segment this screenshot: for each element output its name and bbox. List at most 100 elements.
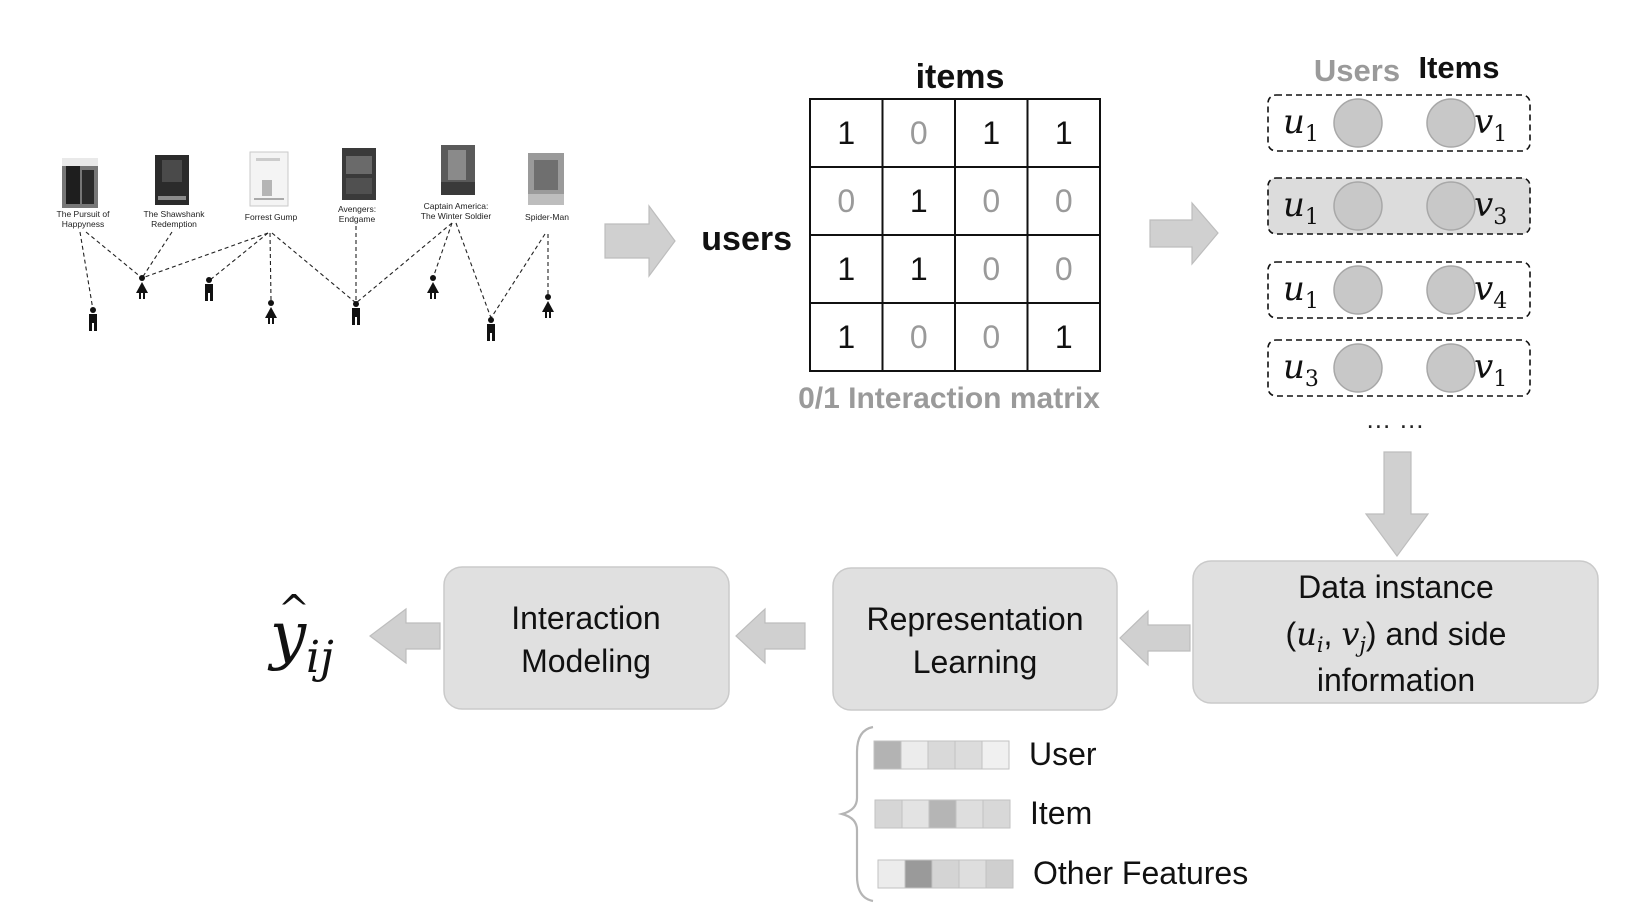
movie-poster-captain-america [441, 145, 475, 195]
movie-poster-shawshank [155, 155, 189, 205]
user-embedding-circle [1333, 181, 1383, 231]
matrix-cell: 1 [837, 115, 855, 151]
arrow-interaction-to-output [369, 607, 441, 665]
pair-user-label: u1 [1283, 102, 1319, 147]
interaction-modeling-box: Interaction Modeling [443, 566, 730, 710]
person-male-icon [205, 277, 213, 301]
pair-row: u1 v1 [1267, 94, 1531, 152]
representation-line2: Learning [913, 644, 1038, 680]
item-embedding-circle [1426, 265, 1476, 315]
matrix-row-label: users [701, 220, 792, 258]
person-female-icon [136, 275, 148, 299]
pairs-ellipsis: … … [1365, 404, 1424, 434]
feature-cell [985, 859, 1014, 889]
user-embedding-circle [1333, 265, 1383, 315]
feature-cell [981, 740, 1010, 770]
user-embedding-circle [1333, 98, 1383, 148]
matrix-cell: 1 [910, 183, 928, 219]
movie-poster-pursuit [62, 158, 98, 208]
pair-user-label: u1 [1283, 185, 1319, 230]
movie-title-line2: Endgame [339, 214, 376, 224]
arrow-data-to-representation [1119, 609, 1191, 667]
movie-title-line1: The Shawshank [144, 209, 206, 219]
movie-title-line1: Avengers: [338, 204, 376, 214]
matrix-cell: 0 [982, 251, 1000, 287]
matrix-cell: 1 [1055, 115, 1073, 151]
data-instance-line3: information [1317, 662, 1475, 698]
matrix-caption: 0/1 Interaction matrix [798, 382, 1100, 415]
user-movie-graph: The Pursuit of Happyness The Shawshank R… [57, 145, 569, 341]
feature-cell [901, 799, 930, 829]
item-embedding-circle [1426, 98, 1476, 148]
feature-cell [955, 799, 984, 829]
matrix-cell: 1 [837, 251, 855, 287]
matrix-cell: 0 [910, 319, 928, 355]
matrix-cell: 1 [837, 319, 855, 355]
data-instance-box: Data instance (ui, vj) and side informat… [1192, 560, 1599, 704]
matrix-cell: 0 [837, 183, 855, 219]
matrix-cell: 1 [982, 115, 1000, 151]
movie-poster-forrest-gump [249, 151, 289, 207]
interaction-modeling-line2: Modeling [521, 643, 651, 679]
pair-box [1267, 94, 1531, 152]
feature-label: User [1029, 736, 1097, 772]
pair-box [1267, 339, 1531, 397]
matrix-cell: 0 [982, 319, 1000, 355]
pair-user-label: u3 [1283, 347, 1319, 392]
feature-cell [931, 859, 960, 889]
feature-vector-row: Other Features [877, 855, 1248, 891]
prediction-hat: ^ [278, 587, 310, 631]
pair-box [1267, 261, 1531, 319]
movie-title-line2: The Winter Soldier [421, 211, 492, 221]
pair-item-label: v1 [1474, 102, 1507, 147]
matrix-col-label: items [916, 58, 1005, 96]
arrow-graph-to-matrix [604, 204, 676, 278]
person-male-icon [89, 307, 97, 331]
feature-cell [904, 859, 933, 889]
item-embedding-circle [1426, 181, 1476, 231]
arrow-pairs-to-data-instance [1364, 451, 1430, 558]
person-female-icon [427, 275, 439, 299]
prediction-symbol: y [267, 599, 307, 673]
prediction-subscript: ij [306, 632, 334, 683]
interaction-modeling-line1: Interaction [511, 600, 660, 636]
feature-cell [873, 740, 902, 770]
arrow-representation-to-interaction [735, 607, 806, 665]
matrix-cell: 0 [1055, 251, 1073, 287]
feature-vector-row: Item [874, 795, 1092, 831]
movie-title-line1: Spider-Man [525, 212, 569, 222]
feature-cell [927, 740, 956, 770]
feature-cell [982, 799, 1011, 829]
data-instance-line1: Data instance [1298, 569, 1494, 605]
matrix-cell: 0 [1055, 183, 1073, 219]
feature-label: Item [1030, 795, 1092, 831]
person-female-icon [542, 294, 554, 318]
prediction-output: y ^ ij [267, 587, 334, 683]
feature-cell [877, 859, 906, 889]
feature-vector-row: User [873, 736, 1097, 772]
matrix-cell: 0 [982, 183, 1000, 219]
matrix-cell: 0 [910, 115, 928, 151]
feature-cell [928, 799, 957, 829]
pair-user-label: u1 [1283, 269, 1319, 314]
representation-learning-box: Representation Learning [832, 567, 1118, 711]
movie-poster-avengers [342, 148, 376, 200]
movie-title-line1: Captain America: [424, 201, 489, 211]
movie-poster-spider-man [528, 153, 564, 205]
matrix-cell: 1 [910, 251, 928, 287]
feature-cell [900, 740, 929, 770]
feature-label: Other Features [1033, 855, 1248, 891]
user-embedding-circle [1333, 343, 1383, 393]
movie-title-line1: Forrest Gump [245, 212, 298, 222]
feature-cell [954, 740, 983, 770]
